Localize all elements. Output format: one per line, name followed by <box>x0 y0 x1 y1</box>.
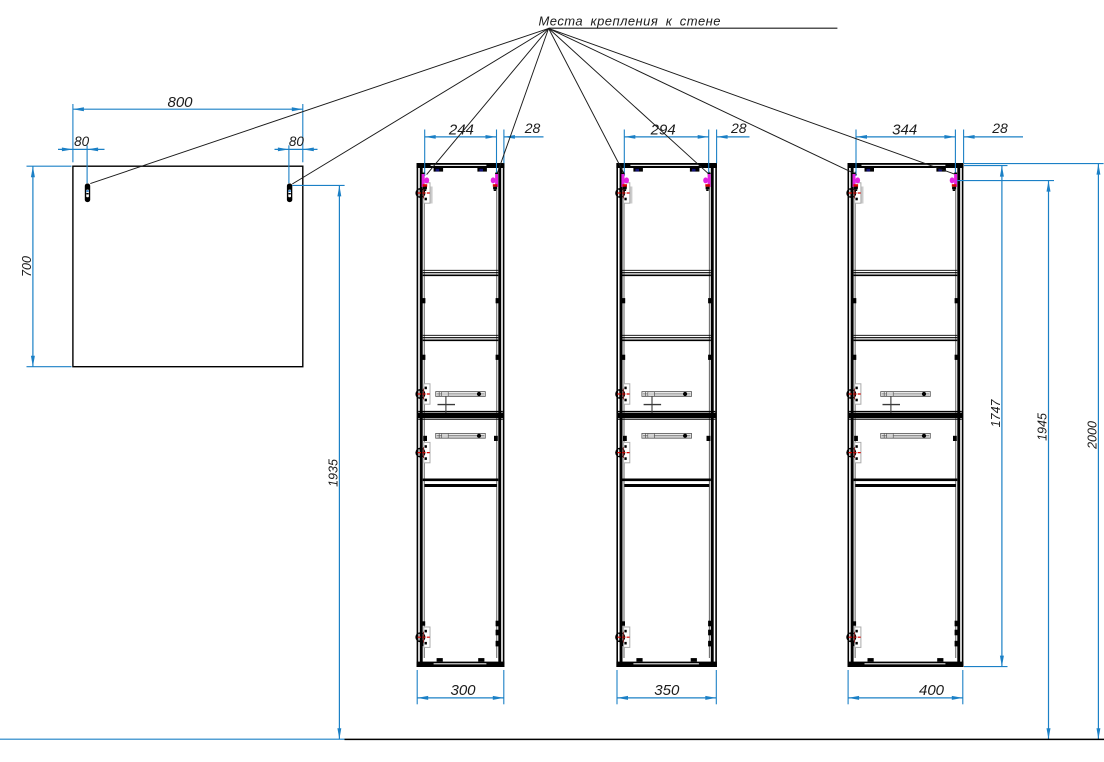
svg-text:28: 28 <box>524 120 541 136</box>
svg-text:350: 350 <box>654 682 680 699</box>
svg-text:1945: 1945 <box>1035 413 1049 441</box>
svg-text:Места крепления к стене: Места крепления к стене <box>539 13 721 28</box>
svg-text:80: 80 <box>74 134 90 149</box>
svg-text:1935: 1935 <box>326 459 340 487</box>
svg-text:244: 244 <box>448 121 474 138</box>
svg-text:28: 28 <box>730 120 747 136</box>
svg-text:800: 800 <box>167 94 193 111</box>
svg-text:2000: 2000 <box>1086 421 1100 450</box>
svg-text:28: 28 <box>991 120 1008 136</box>
svg-text:1747: 1747 <box>989 398 1003 427</box>
svg-text:700: 700 <box>20 256 34 277</box>
svg-text:400: 400 <box>919 682 945 699</box>
svg-text:80: 80 <box>289 134 305 149</box>
svg-text:344: 344 <box>892 121 917 138</box>
svg-text:300: 300 <box>450 682 476 699</box>
